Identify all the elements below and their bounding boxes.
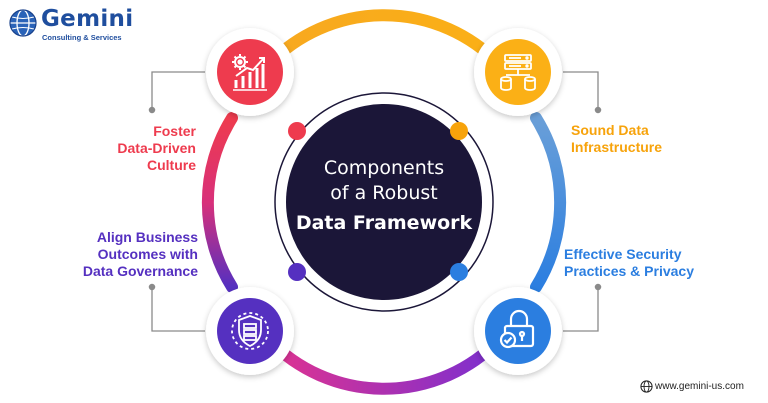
node-foster-culture[interactable] bbox=[206, 28, 294, 116]
brand-logo[interactable]: Gemini Consulting & Services bbox=[8, 6, 138, 44]
label-foster-culture: Foster Data-Driven Culture bbox=[117, 123, 196, 174]
center-circle bbox=[286, 104, 482, 300]
brand-tagline: Consulting & Services bbox=[42, 33, 122, 42]
label-line: Infrastructure bbox=[571, 139, 663, 155]
ring-dot-red bbox=[288, 122, 306, 140]
ring-arc-right bbox=[530, 112, 567, 293]
label-line: Practices & Privacy bbox=[564, 263, 694, 279]
label-line: Foster bbox=[153, 123, 196, 139]
label-line: Data-Driven bbox=[117, 140, 196, 156]
title-line-1: Components bbox=[323, 157, 445, 179]
label-line: Effective Security bbox=[564, 246, 682, 262]
label-line: Data Governance bbox=[82, 263, 198, 279]
shield-server-icon bbox=[231, 312, 269, 350]
diagram-title: Components of a Robust Data Framework bbox=[268, 156, 500, 237]
ring-dot-blue bbox=[450, 263, 468, 281]
connector-bottom-left bbox=[151, 289, 205, 332]
connector-top-left bbox=[151, 71, 205, 108]
node-sound-infrastructure[interactable] bbox=[474, 28, 562, 116]
globe-logo-icon bbox=[9, 9, 37, 37]
title-line-2: of a Robust bbox=[330, 182, 438, 204]
label-line: Outcomes with bbox=[97, 246, 198, 262]
ring-arc-top bbox=[263, 9, 505, 70]
padlock-check-icon bbox=[499, 309, 535, 349]
title-line-3: Data Framework bbox=[295, 212, 473, 234]
ring-dot-orange bbox=[450, 122, 468, 140]
gear-growth-chart-icon bbox=[232, 54, 267, 91]
label-align-governance: Align Business Outcomes with Data Govern… bbox=[83, 229, 198, 280]
ring-arc-left bbox=[201, 112, 238, 293]
connector-top-right bbox=[563, 71, 599, 108]
label-line: Culture bbox=[147, 157, 196, 173]
inner-ring bbox=[274, 92, 494, 312]
label-security-privacy: Effective Security Practices & Privacy bbox=[564, 246, 694, 280]
label-sound-infrastructure: Sound Data Infrastructure bbox=[571, 122, 662, 156]
node-align-governance[interactable] bbox=[206, 287, 294, 375]
ring-dot-purple bbox=[288, 263, 306, 281]
brand-name: Gemini bbox=[41, 6, 134, 32]
connector-bottom-right bbox=[563, 289, 599, 332]
node-security-privacy[interactable] bbox=[474, 287, 562, 375]
label-line: Sound Data bbox=[571, 122, 649, 138]
server-database-icon bbox=[500, 54, 536, 91]
ring-arc-bottom bbox=[263, 334, 505, 395]
globe-icon bbox=[640, 380, 653, 393]
label-line: Align Business bbox=[96, 229, 198, 245]
website-link[interactable]: www.gemini-us.com bbox=[655, 381, 744, 392]
